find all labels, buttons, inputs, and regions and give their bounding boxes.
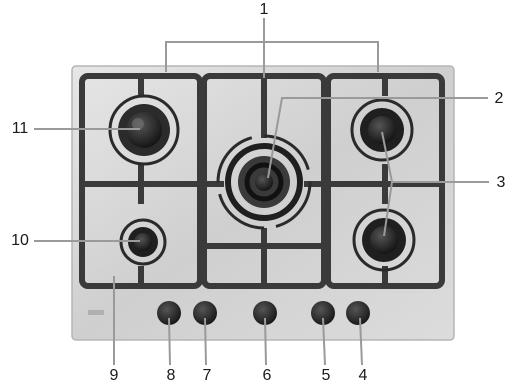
burner-semi-rapid-right-bottom	[354, 210, 414, 270]
callout-1: 1	[260, 2, 269, 18]
callout-6: 6	[263, 368, 272, 384]
leader-7	[205, 318, 206, 365]
burner-semi-rapid-right-top	[352, 100, 412, 160]
callout-11: 11	[12, 121, 29, 137]
callout-9: 9	[110, 368, 119, 384]
callout-8: 8	[167, 368, 176, 384]
leader-8	[169, 318, 170, 365]
callout-2: 2	[495, 91, 504, 107]
callout-4: 4	[359, 368, 368, 384]
callout-7: 7	[203, 368, 212, 384]
callout-10: 10	[11, 233, 29, 249]
brand-badge	[88, 310, 104, 315]
knob-4	[346, 301, 370, 325]
callout-5: 5	[322, 368, 331, 384]
callout-3: 3	[497, 175, 506, 191]
leader-6	[265, 318, 266, 365]
